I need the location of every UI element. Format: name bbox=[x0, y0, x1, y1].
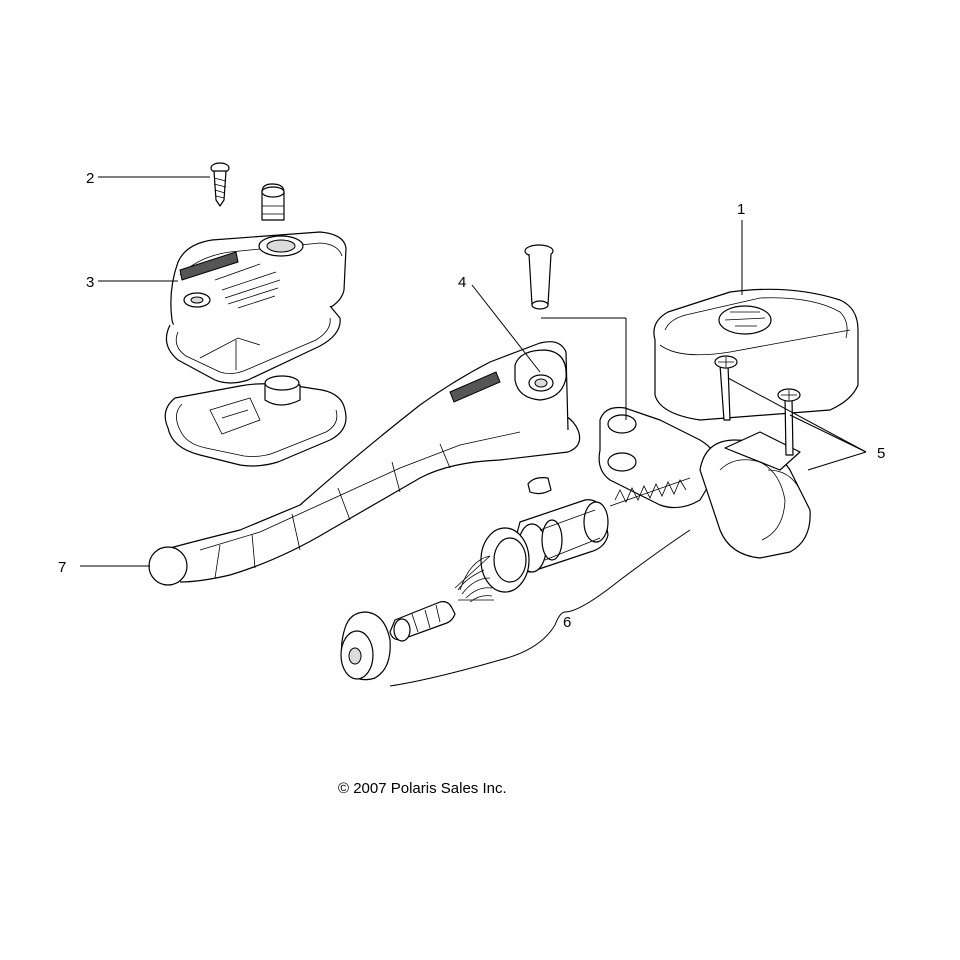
screw-part-2 bbox=[210, 162, 230, 207]
callout-3-label: 3 bbox=[86, 274, 94, 291]
pivot-pin-part-4 bbox=[524, 244, 554, 495]
leader-lines bbox=[80, 176, 867, 567]
callout-5-label: 5 bbox=[877, 445, 885, 462]
copyright-text: © 2007 Polaris Sales Inc. bbox=[338, 780, 507, 797]
callout-2-label: 2 bbox=[86, 170, 94, 187]
brake-lever-part-7 bbox=[148, 341, 581, 586]
callout-6-label: 6 bbox=[563, 614, 571, 631]
master-cylinder-part-1 bbox=[598, 288, 859, 559]
reservoir-cover-part-3 bbox=[164, 183, 347, 467]
callout-7-label: 7 bbox=[58, 559, 66, 576]
callout-4-label: 4 bbox=[458, 274, 466, 291]
piston-kit-part-6 bbox=[340, 477, 691, 687]
callout-1-label: 1 bbox=[737, 201, 745, 218]
